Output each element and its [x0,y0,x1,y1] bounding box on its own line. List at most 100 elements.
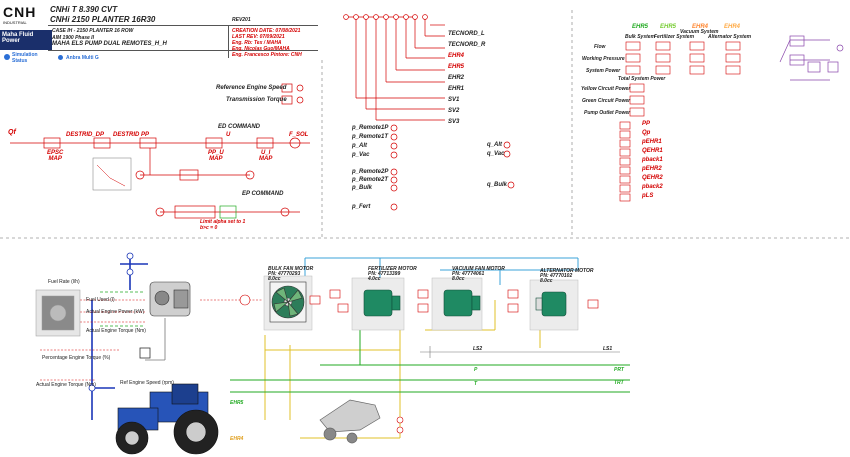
col-vac: Vacuum System [680,29,719,35]
p-remote1p: p_Remote1P [352,125,389,131]
cnh-logo-sub: INDUSTRIAL [3,20,27,25]
ehr2-label: EHR2 [448,75,465,81]
tractor [115,383,219,455]
out-pehr2: pEHR2 [642,166,662,172]
bulk-motor-pn: PN: 47770293 [268,271,301,277]
actual-torque-label: Actual Engine Torque (Nm) [86,328,146,334]
trt-label: TRT [614,380,624,386]
ehr4-lower-label: EHR4 [230,436,244,442]
tecnord-l: TECNORD_L [448,31,485,37]
fan-motor [269,281,307,323]
ed-command-path [10,137,310,181]
yellow-circuit-power: Yellow Circuit Power [581,86,631,92]
prt-label: PRT [614,367,624,373]
green-pipes [230,320,630,393]
revision: REV201 [232,17,251,23]
total-system-power: Total System Power [618,76,666,82]
header-vrule [228,25,229,58]
ep-limit-note: Limit alpha set to 1 b>c = 0 [200,219,246,231]
out-pback2: pback2 [642,184,663,190]
alt-motor-pn: PN: 47770102 [540,273,573,279]
fert-motor-title: FERTILIZER MOTOR [368,266,417,272]
cnh-logo: CNH INDUSTRIAL [3,4,43,25]
tecnord-r: TECNORD_R [448,42,486,48]
pressure-sensors [390,124,515,211]
p-alt: p_Alt [352,143,367,149]
legend-ehr5-b: EHR5 [660,24,677,30]
q-bulk: q_Bulk [487,182,508,188]
sv1-label: SV1 [448,97,460,103]
alt-motor-title: ALTERNATOR MOTOR [540,268,594,274]
green-motors [363,289,567,317]
red-list-boxes [619,121,631,202]
ppu-map-label: PP_U MAP [208,150,224,162]
sim-status [4,54,10,60]
engine-speed-line [91,258,148,420]
row-flow: Flow [594,44,606,50]
sv3-label: SV3 [448,119,460,125]
pct-torque-label: Percentage Engine Torque (%) [42,355,111,361]
fert-motor-pn: PN: 47713399 [368,271,401,277]
ref-engine-speed-label: Reference Engine Speed [216,85,287,91]
vac-motor-title: VACUUM FAN MOTOR [452,266,505,272]
out-qp: Qp [642,130,651,136]
actual-torque-label-2: Actual Engine Torque (Nm) [36,382,96,388]
row-working-pressure: Working Pressure [582,56,625,62]
fert-motor-disp: 4.0cc [368,276,381,282]
engineer-1: Eng. Rb: Tex / MAHA [232,40,282,46]
out-pback1: pback1 [642,157,663,163]
pump-unit [149,281,191,317]
ep-command-title: EP COMMAND [242,191,284,197]
out-pp: PP [642,121,651,127]
ehr1-label: EHR1 [448,86,465,92]
fuel-rate-label: Fuel Rate (l/h) [48,279,80,285]
purple-logic [779,35,844,81]
ed-command-title: ED COMMAND [218,124,260,130]
cnh-logo-text: CNH [3,4,37,20]
col-bulk: Bulk System [625,34,656,40]
anbra-label: Anbra Multi G [66,55,99,61]
actual-power-label: Actual Engine Power (kW) [86,309,145,315]
ls-lines [420,346,620,358]
header-rule-2 [48,50,318,51]
control-lines [40,299,262,381]
out-pls: pLS [642,193,654,199]
title-1: CNHi T 8.390 CVT [50,5,118,14]
bulk-motor-title: BULK FAN MOTOR [268,266,314,272]
green-lines [100,291,145,327]
legend-ehr5-a: EHR5 [632,24,649,30]
engineer-2: Eng. Nicolas Guo/MAHA [232,46,290,52]
ehr5-lower-label: EHR5 [230,400,244,406]
case-2: AIM 1900 Phase II [52,35,94,41]
header-rule-1 [48,25,318,26]
p-bulk: p_Bulk [352,185,373,191]
out-qehr2: QEHR2 [642,175,663,181]
epsc-map-label: EPSC MAP [47,150,64,162]
t-line-label: T [474,381,478,387]
input-signals [281,83,304,105]
pump-pipes [139,318,166,361]
tecnord-bus [346,16,445,121]
ls1-label: LS1 [603,346,613,352]
system-table [625,41,741,117]
p-line-label: P [474,367,478,373]
ls2-label: LS2 [473,346,483,352]
legend-ehr4-b: EHR4 [724,24,741,30]
ui-map-label: U_I MAP [259,150,273,162]
engineer-3: Eng. Francesco Pintore: CNH [232,52,302,58]
ep-command-path [155,205,300,219]
destrid-pp-label: DESTRID PP [113,132,150,138]
sv2-label: SV2 [448,108,460,114]
last-rev: LAST REV: 07/09/2021 [232,34,285,40]
alt-motor-disp: 8.0cc [540,278,553,284]
trans-torque-label: Transmission Torque [226,97,287,103]
sim-status-label: Simulation Status [12,52,38,64]
planter [319,399,381,444]
ehr4-label: EHR4 [448,53,465,59]
out-qehr1: QEHR1 [642,148,663,154]
bulk-motor-disp: 8.0cc [268,276,281,282]
title-2: CNHi 2150 PLANTER 16R30 [50,15,156,24]
q-alt: q_Alt [487,142,502,148]
destrid-dp-label: DESTRID_DP [66,132,105,138]
vac-motor-pn: PN: 47774061 [452,271,485,277]
